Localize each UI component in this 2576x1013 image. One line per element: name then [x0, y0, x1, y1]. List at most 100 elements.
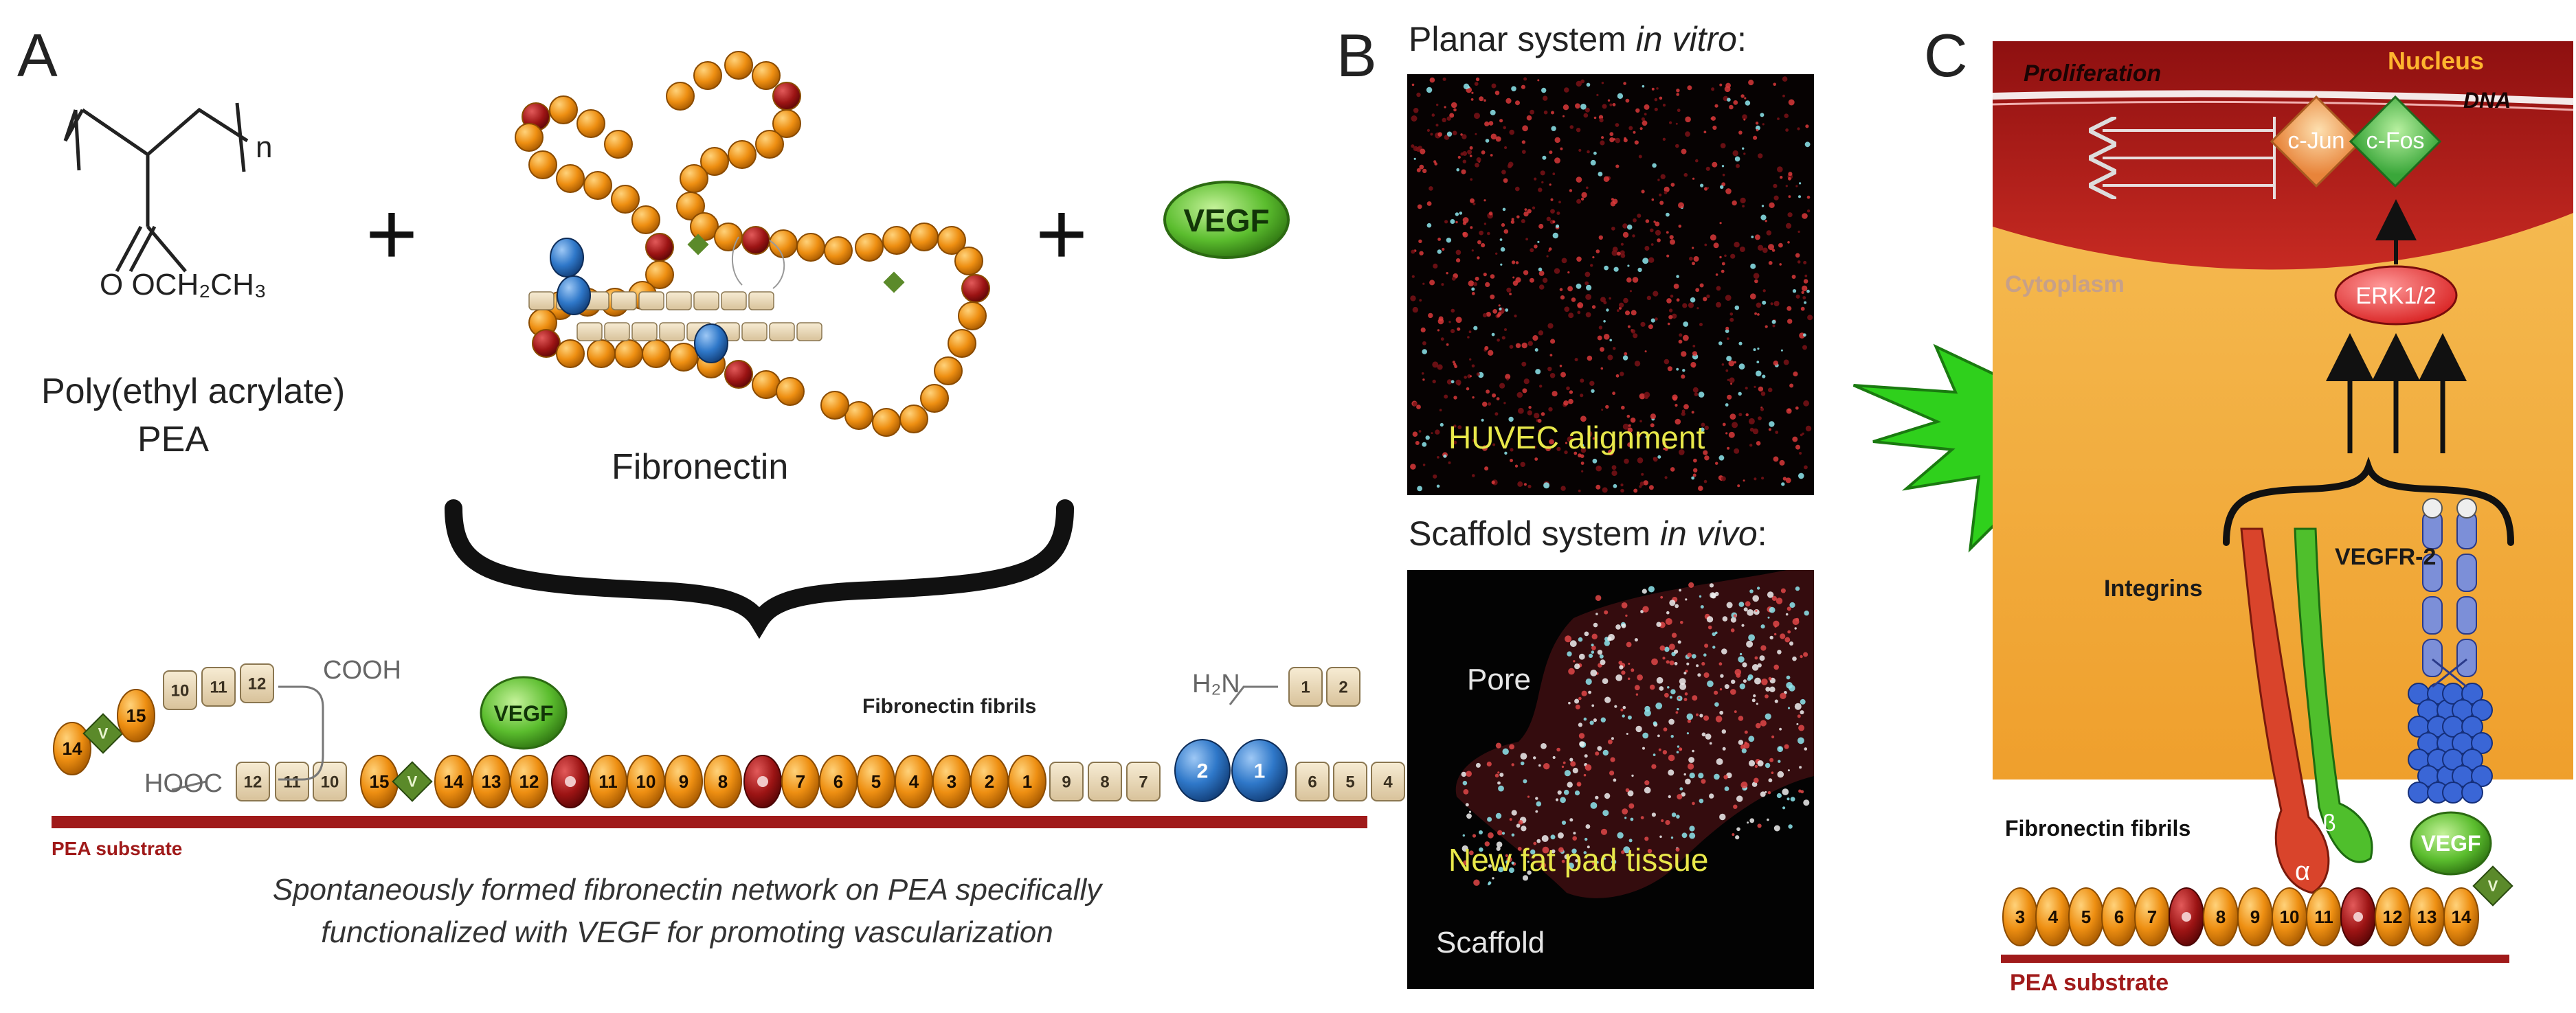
cell-dot	[1772, 324, 1776, 328]
cell-dot	[1492, 443, 1496, 446]
cell-dot	[1703, 297, 1707, 301]
tissue-dot	[1800, 698, 1806, 705]
tissue-dot	[1756, 703, 1758, 705]
tissue-dot	[1600, 717, 1606, 722]
cell-dot	[1595, 484, 1601, 490]
cell-dot	[1523, 211, 1529, 217]
coil-module	[604, 130, 633, 159]
cell-dot	[1483, 273, 1487, 277]
blue-module	[1231, 739, 1288, 802]
cell-dot	[1689, 256, 1693, 261]
cell-dot	[1481, 445, 1488, 451]
tissue-dot	[1715, 716, 1723, 722]
cell-dot	[1653, 291, 1659, 297]
cell-dot	[1666, 298, 1672, 304]
cell-dot	[1691, 476, 1695, 480]
cell-dot	[1651, 87, 1655, 91]
tissue-dot	[1647, 849, 1653, 854]
cell-dot	[1753, 273, 1760, 280]
tissue-dot	[1755, 722, 1761, 729]
tissue-dot	[1803, 652, 1808, 657]
tissue-dot	[1767, 818, 1769, 821]
tissue-dot	[1466, 771, 1472, 777]
tissue-dot	[1563, 761, 1566, 764]
cell-dot	[1433, 474, 1437, 479]
tissue-dot	[1778, 760, 1781, 763]
tissue-dot	[1583, 773, 1587, 777]
cell-dot	[1457, 425, 1462, 429]
cell-dot	[1797, 127, 1800, 130]
cell-dot	[1734, 156, 1740, 162]
tissue-dot	[1757, 760, 1764, 766]
cell-dot	[1592, 437, 1595, 440]
tissue-dot	[1784, 744, 1789, 749]
tissue-dot	[1637, 674, 1644, 681]
cell-dot	[1504, 328, 1507, 331]
tissue-dot	[1615, 624, 1621, 630]
coil-blue	[694, 323, 728, 363]
beige-module	[1049, 762, 1084, 801]
tissue-dot	[1738, 740, 1744, 745]
cell-dot	[1592, 458, 1598, 464]
tissue-dot	[1707, 625, 1712, 630]
cell-dot	[1744, 97, 1747, 100]
tissue-dot	[1609, 771, 1615, 776]
cell-dot	[1644, 104, 1650, 110]
module-number: V	[407, 773, 418, 790]
cell-dot	[1426, 223, 1432, 228]
cell-dot	[1583, 113, 1589, 118]
cell-dot	[1713, 242, 1719, 249]
tissue-dot	[1676, 815, 1680, 819]
cell-dot	[1514, 464, 1519, 468]
tissue-dot	[1666, 660, 1670, 664]
beige-module	[1288, 667, 1323, 707]
tissue-dot	[1723, 775, 1728, 779]
tissue-dot	[1462, 834, 1465, 837]
tissue-dot	[1731, 679, 1736, 684]
tissue-dot	[1621, 850, 1625, 854]
cell-dot	[1563, 104, 1569, 111]
tissue-dot	[1578, 637, 1583, 642]
cell-dot	[1620, 483, 1624, 487]
cell-dot	[1646, 295, 1652, 300]
cell-dot	[1692, 387, 1699, 393]
cell-dot	[1607, 99, 1611, 102]
tissue-dot	[1635, 693, 1639, 696]
integrin-beta	[2294, 527, 2373, 863]
tissue-dot	[1619, 665, 1624, 670]
cell-dot	[1803, 333, 1806, 337]
cell-dot	[1549, 183, 1552, 186]
tissue-dot	[1782, 788, 1789, 795]
cell-dot	[1738, 130, 1743, 135]
cell-dot	[1700, 427, 1705, 432]
cell-dot	[1620, 242, 1624, 246]
cell-dot	[1761, 477, 1765, 480]
tissue-dot	[1730, 689, 1736, 695]
cell-dot	[1762, 123, 1765, 126]
tissue-dot	[1669, 660, 1675, 665]
tissue-dot	[1747, 609, 1754, 616]
cell-dot	[1782, 76, 1788, 82]
cell-dot	[1569, 390, 1573, 394]
coil-beige	[748, 291, 774, 310]
module-number: 2	[985, 771, 994, 792]
tissue-dot	[1592, 862, 1595, 865]
cell-dot	[1743, 118, 1746, 121]
tissue-dot	[1679, 683, 1687, 690]
cell-dot	[1802, 213, 1808, 219]
tissue-dot	[1558, 847, 1564, 853]
tissue-dot	[1595, 795, 1599, 800]
tissue-dot	[1789, 602, 1795, 608]
tissue-dot	[1604, 696, 1611, 703]
orange-module	[1008, 755, 1046, 808]
cell-dot	[1648, 257, 1655, 263]
cell-dot	[1540, 170, 1545, 176]
substrate-label-c: PEA substrate	[2010, 970, 2169, 996]
tissue-dot	[1496, 841, 1503, 847]
cell-dot	[1485, 139, 1490, 143]
cell-dot	[1698, 486, 1703, 491]
tissue-dot	[1664, 646, 1670, 652]
cell-dot	[1727, 394, 1732, 400]
cell-dot	[1615, 164, 1620, 168]
cell-dot	[1577, 302, 1584, 308]
